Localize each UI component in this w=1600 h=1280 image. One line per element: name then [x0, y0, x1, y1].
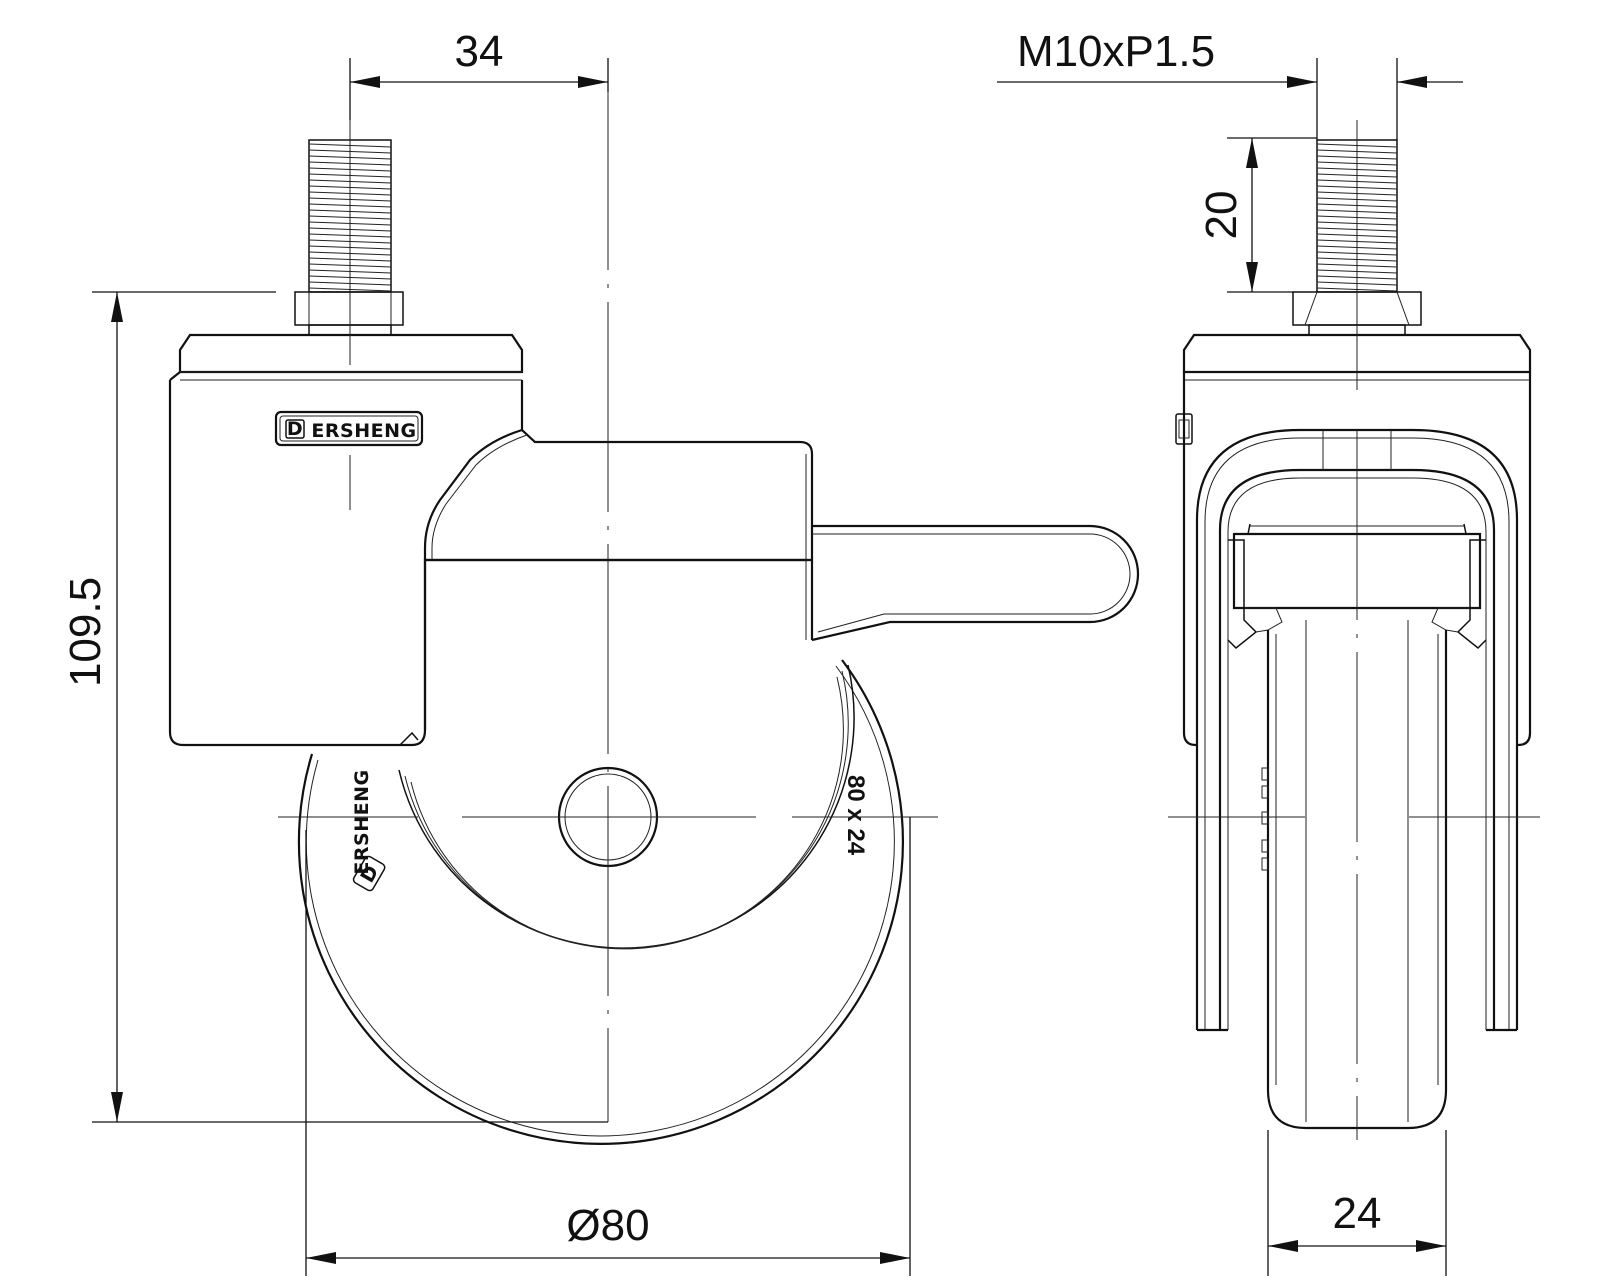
dimension-wheel-diameter: Ø80: [305, 817, 911, 1276]
front-center-lines: [1168, 120, 1540, 1140]
wheel-diameter-label: Ø80: [566, 1201, 649, 1250]
dimension-wheel-width: 24: [1267, 1130, 1447, 1276]
wheel-brand-marking: ERSHENG: [351, 769, 373, 874]
offset-label: 34: [455, 27, 504, 76]
side-center-lines: [278, 60, 938, 1122]
height-label: 109.5: [61, 577, 110, 687]
dimension-height: 109.5: [61, 291, 608, 1123]
dimension-thread: M10xP1.5: [997, 27, 1463, 140]
side-housing: [168, 333, 814, 747]
front-view: [1168, 120, 1540, 1140]
thread-length-label: 20: [1197, 191, 1246, 240]
dimension-thread-length: 20: [1197, 137, 1317, 293]
side-view: 80 x 24 ERSHENG D: [168, 60, 1140, 1145]
side-wheel: 80 x 24 ERSHENG D: [297, 659, 904, 1145]
dimension-offset: 34: [349, 27, 609, 120]
brake-lever: [811, 524, 1140, 642]
side-marking-ticks: [1261, 767, 1269, 871]
front-brake-block: [1227, 523, 1487, 650]
front-wheel: [1261, 620, 1448, 1130]
side-threaded-stem: [294, 139, 404, 336]
svg-text:D: D: [287, 418, 303, 440]
housing-brand-badge: D ERSHENG: [274, 410, 424, 447]
housing-brand-text: ERSHENG: [311, 420, 416, 442]
wheel-size-marking: 80 x 24: [842, 775, 869, 856]
thread-label: M10xP1.5: [1017, 27, 1215, 76]
wheel-width-label: 24: [1333, 1189, 1382, 1238]
